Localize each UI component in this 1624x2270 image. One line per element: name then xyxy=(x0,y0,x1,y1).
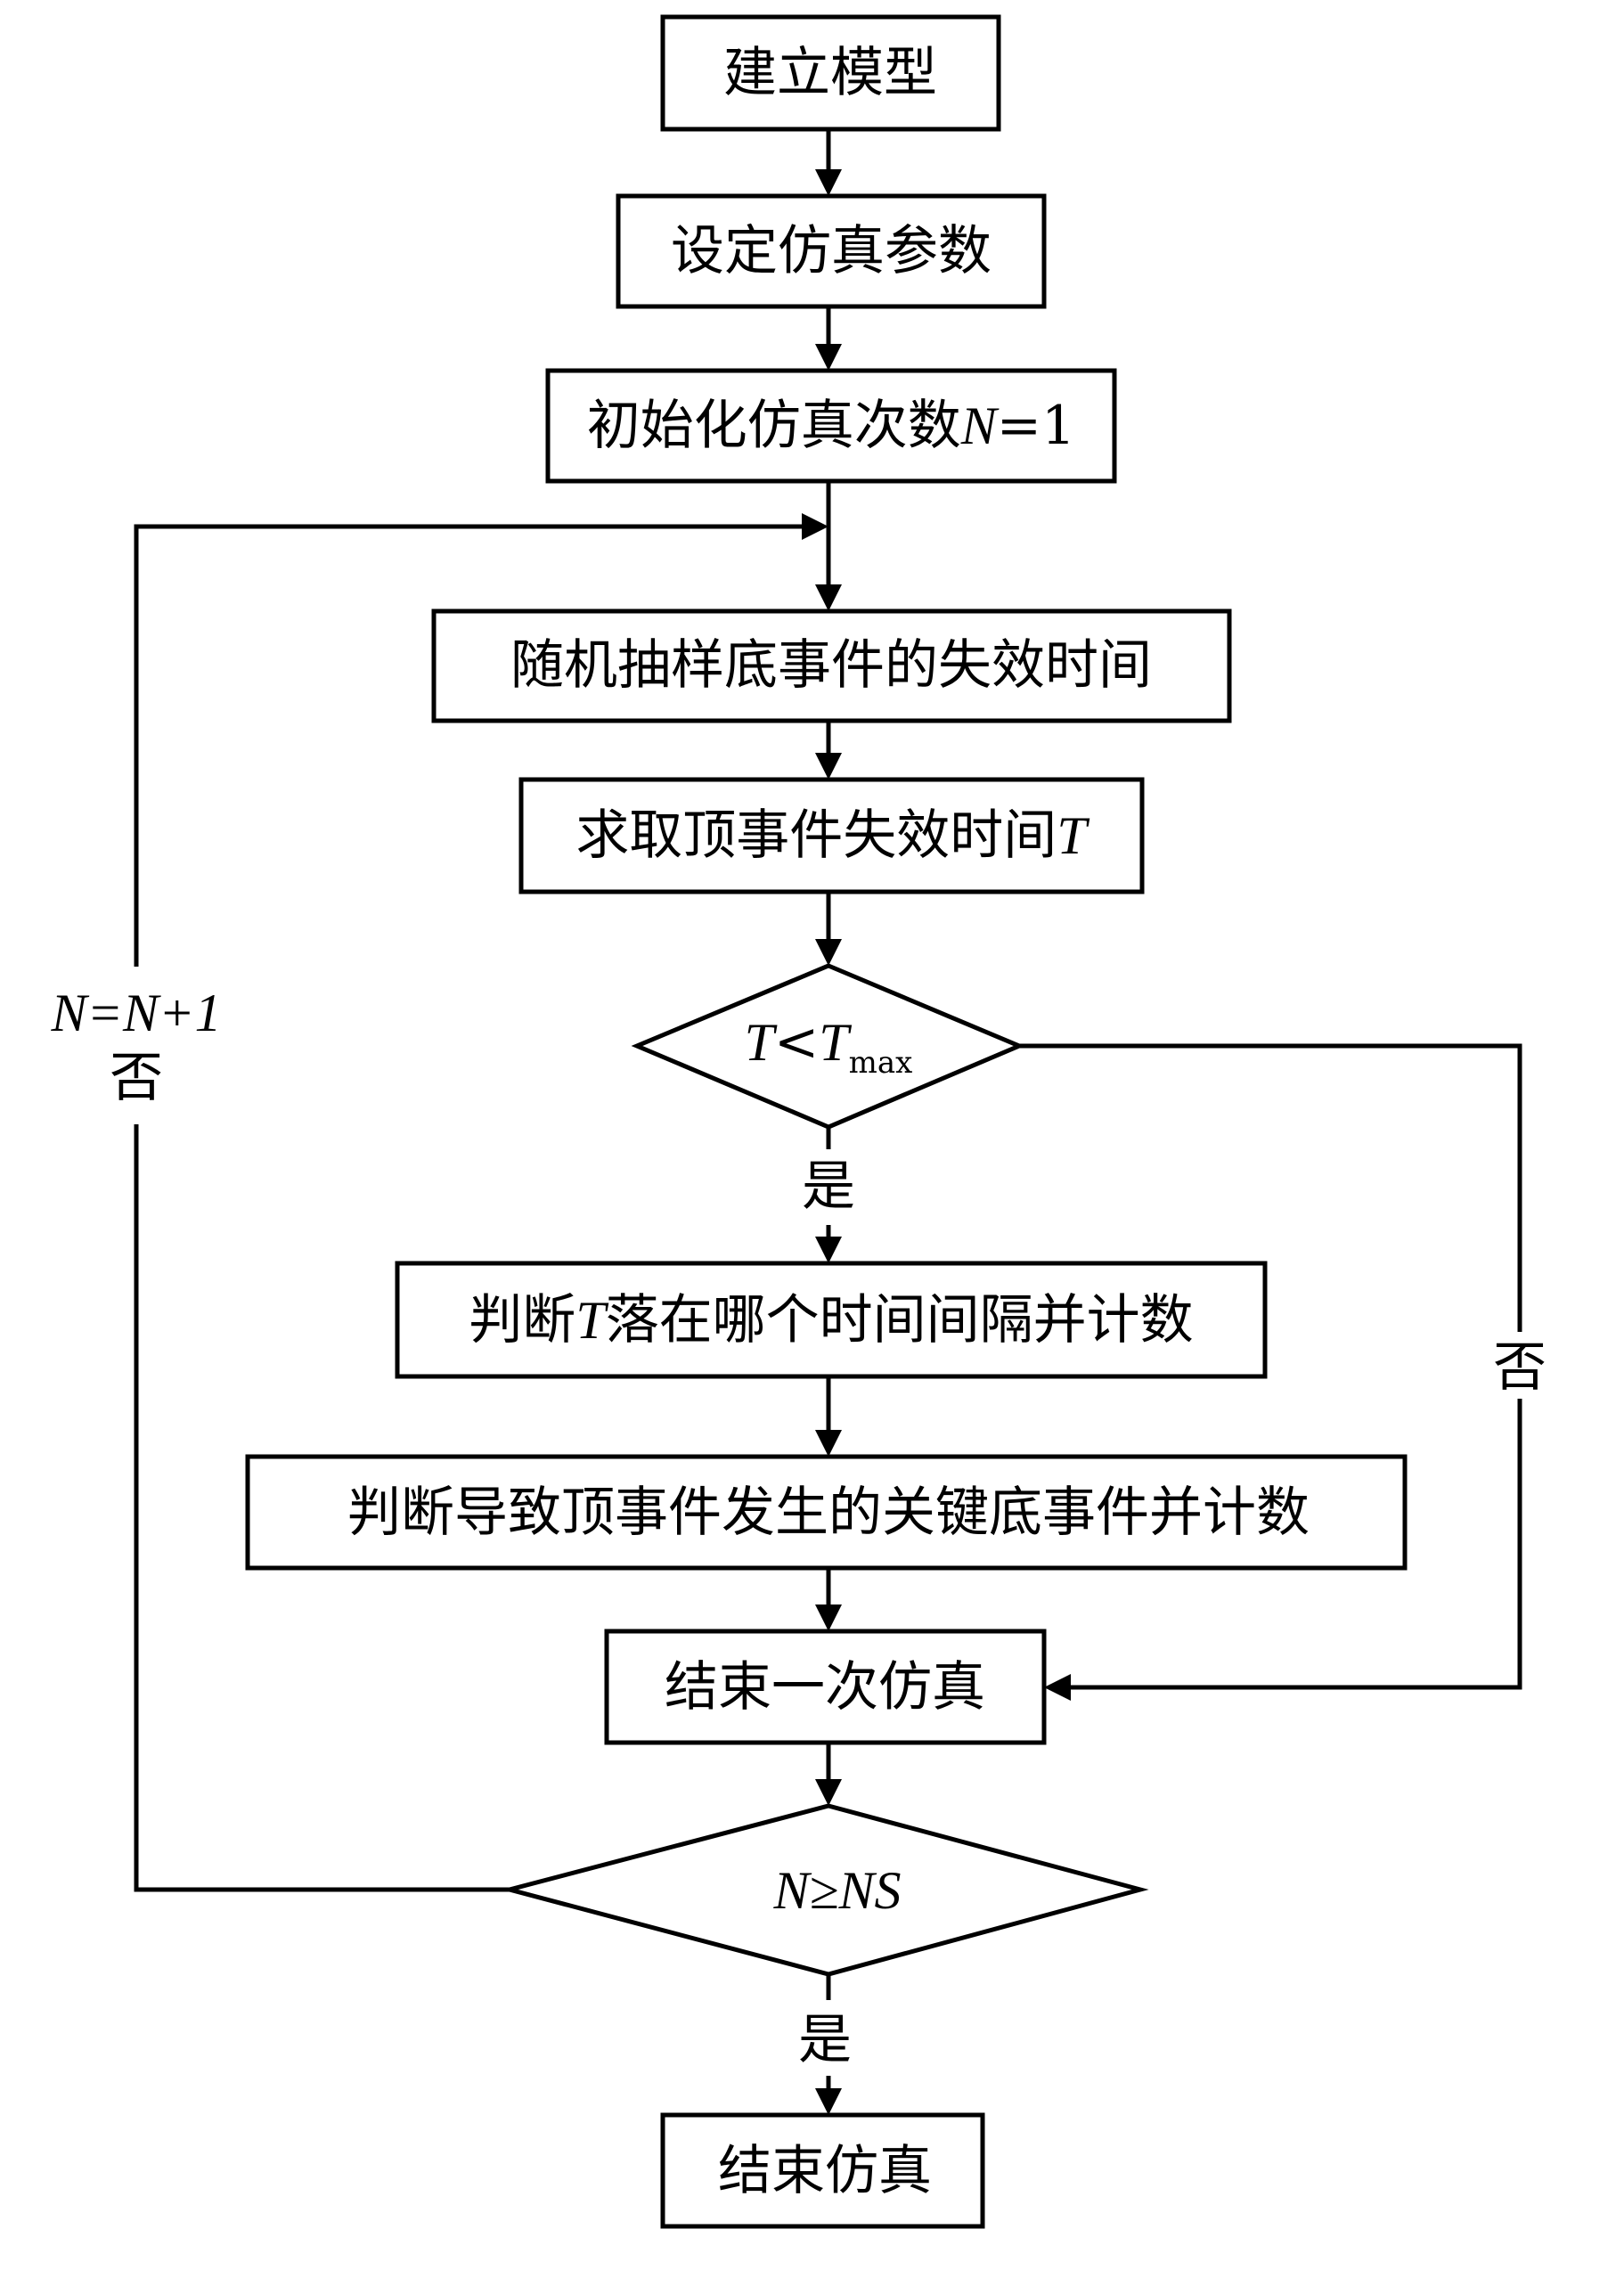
step-label: 结束仿真 xyxy=(718,2140,932,2202)
step-label: 设定仿真参数 xyxy=(671,220,992,282)
step-label: 求取顶事件失效时间T xyxy=(575,804,1089,867)
step-key-events: 判断导致顶事件发生的关键底事件并计数 xyxy=(245,1454,1408,1571)
decision-n-ge-ns: N≥NS xyxy=(501,1803,1149,1977)
step-label: 判断导致顶事件发生的关键底事件并计数 xyxy=(347,1482,1310,1544)
step-label: 建立模型 xyxy=(723,42,937,104)
step-top-time: 求取顶事件失效时间T xyxy=(518,777,1145,894)
yes-label: 是 xyxy=(802,1155,855,1218)
step-sample-times: 随机抽样底事件的失效时间 xyxy=(431,608,1232,723)
step-label: 判断T落在哪个时间间隔并计数 xyxy=(469,1289,1193,1351)
step-label: 结束一次仿真 xyxy=(665,1656,985,1719)
yes-label: 是 xyxy=(798,2009,852,2071)
step-end-sim: 结束仿真 xyxy=(660,2112,985,2229)
step-end-one: 结束一次仿真 xyxy=(604,1629,1047,1745)
step-label: 随机抽样底事件的失效时间 xyxy=(510,634,1152,697)
no-label: 否 xyxy=(110,1047,163,1109)
step-init-count: 初始化仿真次数N=1 xyxy=(545,368,1117,484)
step-build-model: 建立模型 xyxy=(660,14,1001,132)
no-label: 否 xyxy=(1493,1336,1546,1399)
step-interval-count: 判断T落在哪个时间间隔并计数 xyxy=(395,1261,1268,1379)
step-label: 初始化仿真次数N=1 xyxy=(587,395,1075,457)
decision-label: N≥NS xyxy=(773,1861,902,1920)
decision-label: T<Tmax xyxy=(745,1011,913,1081)
step-set-params: 设定仿真参数 xyxy=(616,193,1047,309)
loop-increment-label: N=N+1 xyxy=(50,984,221,1042)
connectors xyxy=(134,129,1522,2115)
decision-t-lt-tmax: T<Tmax xyxy=(631,963,1025,1130)
